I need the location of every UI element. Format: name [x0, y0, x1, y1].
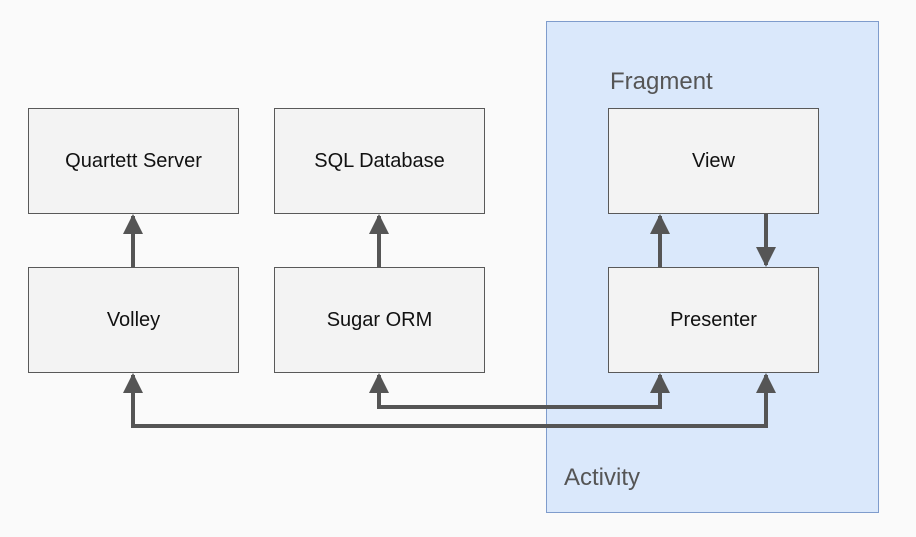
view-node: View [608, 108, 819, 214]
sql-database-node: SQL Database [274, 108, 485, 214]
presenter-node: Presenter [608, 267, 819, 373]
volley-presenter-connector [123, 373, 776, 428]
orm-presenter-connector [369, 373, 670, 409]
activity-label: Activity [564, 464, 641, 491]
sugar-orm-node: Sugar ORM [274, 267, 485, 373]
quartett-server-node: Quartett Server [28, 108, 239, 214]
fragment-label: Fragment [610, 68, 713, 95]
volley-node: Volley [28, 267, 239, 373]
